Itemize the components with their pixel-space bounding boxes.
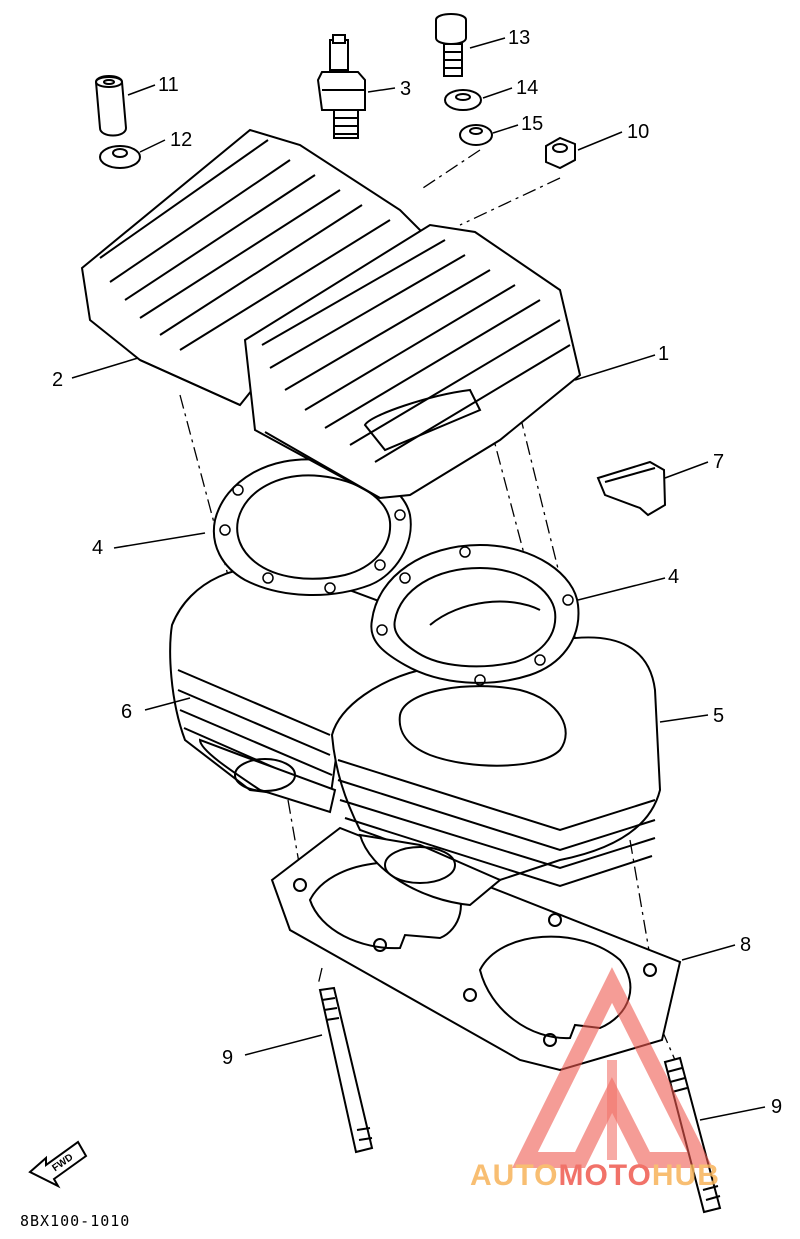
stud-left — [318, 986, 374, 1154]
cylinder-right — [330, 636, 662, 907]
washer-14 — [444, 89, 482, 111]
watermark-text: AUTOMOTOHUB — [470, 1159, 720, 1192]
callout-9-left: 9 — [222, 1047, 233, 1069]
watermark-moto: MOTO — [558, 1159, 651, 1192]
callout-14: 14 — [516, 77, 538, 99]
callout-4-right: 4 — [668, 566, 679, 588]
callout-5: 5 — [713, 705, 724, 727]
washer-15 — [459, 124, 493, 146]
spark-plug — [316, 34, 366, 139]
callout-13: 13 — [508, 27, 530, 49]
callout-15: 15 — [521, 113, 543, 135]
forward-arrow-icon: FWD — [28, 1140, 88, 1189]
callout-6: 6 — [121, 701, 132, 723]
callout-3: 3 — [400, 78, 411, 100]
callout-1: 1 — [658, 343, 669, 365]
callout-11: 11 — [158, 74, 179, 96]
leader-lines — [71, 37, 766, 1121]
callout-7: 7 — [713, 451, 724, 473]
damper — [596, 460, 667, 517]
cylinder-gasket-right — [370, 543, 580, 686]
cylinder-gasket-left — [212, 458, 412, 596]
callout-labels: 1 2 3 4 4 5 6 7 8 9 9 10 11 12 13 14 15 — [52, 27, 782, 1118]
collar — [94, 75, 128, 137]
callout-10: 10 — [627, 121, 649, 143]
watermark: AUTOMOTOHUB — [470, 967, 720, 1192]
callout-4-left: 4 — [92, 537, 103, 559]
cylinder-head-front — [243, 223, 582, 500]
callout-9-right: 9 — [771, 1096, 782, 1118]
bolt — [435, 13, 467, 77]
callout-12: 12 — [170, 129, 192, 151]
callout-2: 2 — [52, 369, 63, 391]
nut — [545, 136, 576, 170]
washer-12 — [99, 145, 141, 169]
watermark-hub: HUB — [652, 1159, 720, 1192]
diagram-code: 8BX100-1010 — [20, 1212, 130, 1230]
callout-8: 8 — [740, 934, 751, 956]
watermark-auto: AUTO — [470, 1159, 558, 1192]
